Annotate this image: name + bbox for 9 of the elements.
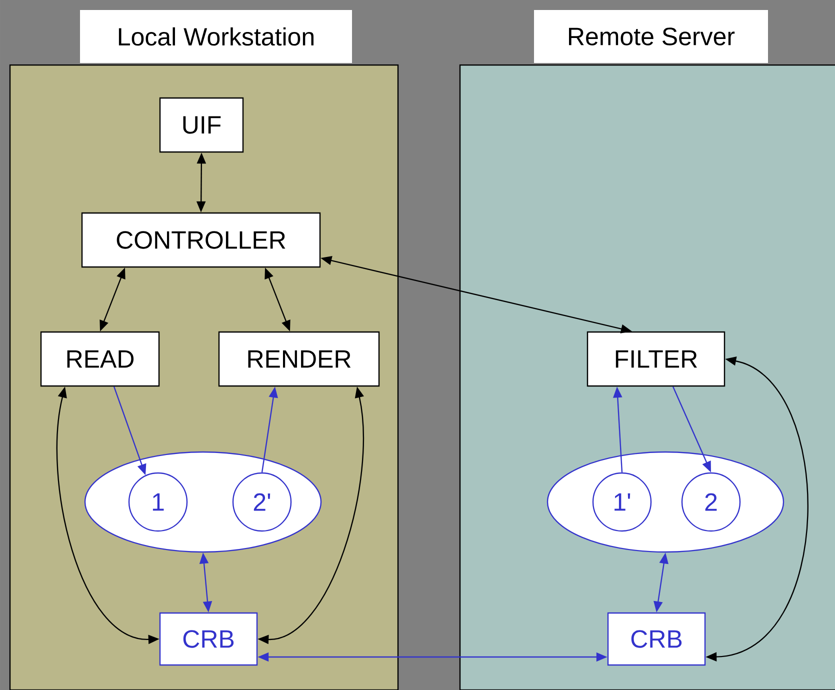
process-box: FILTER [586,331,726,387]
process-box: RENDER [218,331,380,387]
process-box: UIF [159,97,244,153]
process-box: READ [40,331,160,387]
panel-title: Remote Server [534,10,768,63]
panel-title: Local Workstation [80,10,352,63]
process-box: CRB [159,612,258,666]
process-box: CONTROLLER [81,212,321,268]
process-box: CRB [607,612,706,666]
